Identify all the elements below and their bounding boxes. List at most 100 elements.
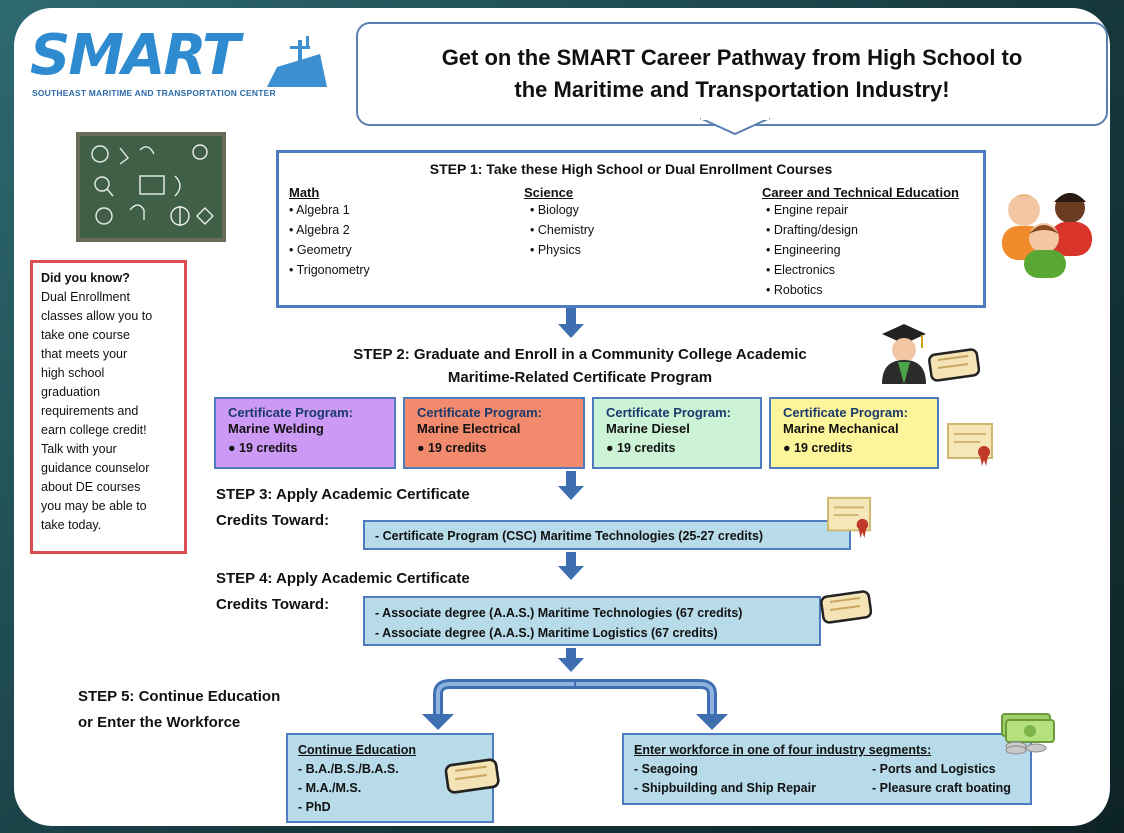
- cte-column: Career and Technical Education • Engine …: [762, 185, 959, 300]
- step4-line-2: Credits Toward:: [216, 596, 330, 613]
- math-item: • Algebra 1: [289, 203, 350, 217]
- step1-box: STEP 1: Take these High School or Dual E…: [276, 150, 986, 308]
- diploma-icon: [928, 348, 980, 382]
- cert-credits: ● 19 credits: [417, 441, 487, 455]
- logo-wordmark: SMART: [30, 23, 240, 88]
- step2-line-2: Maritime-Related Certificate Program: [447, 369, 713, 386]
- logo-subtitle: SOUTHEAST MARITIME AND TRANSPORTATION CE…: [32, 88, 276, 98]
- cert-name: Marine Welding: [228, 421, 324, 436]
- step5-line-2: or Enter the Workforce: [78, 714, 241, 731]
- students-icon: [1002, 193, 1092, 278]
- did-you-know-line: high school: [41, 366, 105, 380]
- cert-marine-mechanical: Certificate Program: Marine Mechanical ●…: [769, 397, 939, 469]
- cert-label: Certificate Program:: [417, 405, 542, 420]
- smart-logo: SMART SOUTHEAST MARITIME AND TRANSPORTAT…: [30, 22, 330, 102]
- did-you-know-line: guidance counselor: [41, 461, 150, 475]
- science-column: Science • Biology • Chemistry • Physics: [524, 185, 594, 260]
- step3-line-2: Credits Toward:: [216, 512, 330, 529]
- step4-box: - Associate degree (A.A.S.) Maritime Tec…: [363, 596, 821, 646]
- did-you-know-line: that meets your: [41, 347, 128, 361]
- cte-item: • Engineering: [766, 243, 841, 257]
- science-item: • Physics: [530, 243, 581, 257]
- step4-text: STEP 4: Apply Academic Certificate Credi…: [216, 566, 470, 618]
- math-heading: Math: [289, 185, 320, 200]
- ship-logo-icon: [267, 36, 327, 87]
- workforce-heading: Enter workforce in one of four industry …: [634, 743, 932, 757]
- step3-box: - Certificate Program (CSC) Maritime Tec…: [363, 520, 851, 550]
- flow-arrow-head: [558, 324, 584, 338]
- step3-line-1: STEP 3: Apply Academic Certificate: [216, 486, 470, 503]
- did-you-know-line: Dual Enrollment: [41, 290, 130, 304]
- cert-marine-diesel: Certificate Program: Marine Diesel ● 19 …: [592, 397, 762, 469]
- cert-credits: ● 19 credits: [606, 441, 676, 455]
- did-you-know-line: classes allow you to: [41, 309, 153, 323]
- flow-arrow-head: [558, 566, 584, 580]
- diploma-icon: [444, 758, 500, 794]
- workforce-item: - Seagoing: [634, 762, 698, 776]
- certificate-icon: [947, 423, 993, 466]
- did-you-know-line: earn college credit!: [41, 423, 147, 437]
- workforce-box: Enter workforce in one of four industry …: [622, 733, 1032, 805]
- math-column: Math • Algebra 1 • Algebra 2 • Geometry …: [289, 185, 370, 280]
- flow-arrow: [566, 552, 576, 568]
- did-you-know-line: you may be able to: [41, 499, 147, 513]
- bubble-tail: [700, 118, 770, 136]
- step4-box-line-2: - Associate degree (A.A.S.) Maritime Log…: [375, 626, 718, 640]
- did-you-know-line: Talk with your: [41, 442, 117, 456]
- step3-box-text: - Certificate Program (CSC) Maritime Tec…: [375, 529, 764, 543]
- step1-title: STEP 1: Take these High School or Dual E…: [429, 161, 833, 177]
- cert-label: Certificate Program:: [606, 405, 731, 420]
- cert-name: Marine Mechanical: [783, 421, 899, 436]
- science-heading: Science: [524, 185, 574, 200]
- continue-education-item: - PhD: [298, 800, 331, 814]
- step5-text: STEP 5: Continue Education or Enter the …: [78, 684, 280, 736]
- cte-item: • Robotics: [766, 283, 823, 297]
- continue-education-item: - M.A./M.S.: [298, 781, 362, 795]
- flow-arrow: [566, 471, 576, 489]
- did-you-know-line: graduation: [41, 385, 101, 399]
- flow-arrow: [566, 308, 576, 326]
- flow-arrow-head: [558, 486, 584, 500]
- workforce-right-column: - Ports and Logistics - Pleasure craft b…: [872, 760, 1011, 798]
- graduate-icon: [882, 324, 926, 384]
- cert-marine-welding: Certificate Program: Marine Welding ● 19…: [214, 397, 396, 469]
- chalk-doodles-icon: [91, 144, 214, 226]
- step3-text: STEP 3: Apply Academic Certificate Credi…: [216, 482, 470, 534]
- flow-arrow-head: [558, 658, 584, 672]
- cert-label: Certificate Program:: [228, 405, 353, 420]
- did-you-know-line: about DE courses: [41, 480, 141, 494]
- workforce-item: - Pleasure craft boating: [872, 781, 1011, 795]
- step5-line-1: STEP 5: Continue Education: [78, 688, 281, 705]
- cert-name: Marine Diesel: [606, 421, 690, 436]
- step4-box-line-1: - Associate degree (A.A.S.) Maritime Tec…: [375, 606, 743, 620]
- title-bubble: Get on the SMART Career Pathway from Hig…: [356, 22, 1108, 126]
- step2-line-1: STEP 2: Graduate and Enroll in a Communi…: [353, 346, 807, 363]
- cert-name: Marine Electrical: [417, 421, 521, 436]
- money-icon: [1001, 713, 1055, 755]
- cte-item: • Engine repair: [766, 203, 849, 217]
- did-you-know-heading: Did you know?: [41, 271, 130, 285]
- cte-heading: Career and Technical Education: [762, 185, 959, 200]
- continue-education-item: - B.A./B.S./B.A.S.: [298, 762, 399, 776]
- science-item: • Biology: [530, 203, 579, 217]
- did-you-know-line: requirements and: [41, 404, 139, 418]
- title-line-1: Get on the SMART Career Pathway from Hig…: [441, 45, 1023, 70]
- flow-arrow: [566, 648, 576, 660]
- continue-education-heading: Continue Education: [298, 743, 417, 757]
- math-item: • Geometry: [289, 243, 352, 257]
- cte-item: • Electronics: [766, 263, 835, 277]
- certificate-icon: [827, 496, 872, 538]
- did-you-know-box: Did you know? Dual Enrollment classes al…: [30, 260, 187, 554]
- workforce-item: - Ports and Logistics: [872, 762, 996, 776]
- workforce-item: - Shipbuilding and Ship Repair: [634, 781, 816, 795]
- chalkboard-image: [76, 132, 226, 242]
- step2-text: STEP 2: Graduate and Enroll in a Communi…: [290, 342, 870, 388]
- cte-item: • Drafting/design: [766, 223, 858, 237]
- math-item: • Trigonometry: [289, 263, 370, 277]
- step4-line-1: STEP 4: Apply Academic Certificate: [216, 570, 470, 587]
- branch-arrow: [422, 679, 728, 730]
- cert-label: Certificate Program:: [783, 405, 908, 420]
- cert-marine-electrical: Certificate Program: Marine Electrical ●…: [403, 397, 585, 469]
- did-you-know-line: take one course: [41, 328, 130, 342]
- cert-credits: ● 19 credits: [228, 441, 298, 455]
